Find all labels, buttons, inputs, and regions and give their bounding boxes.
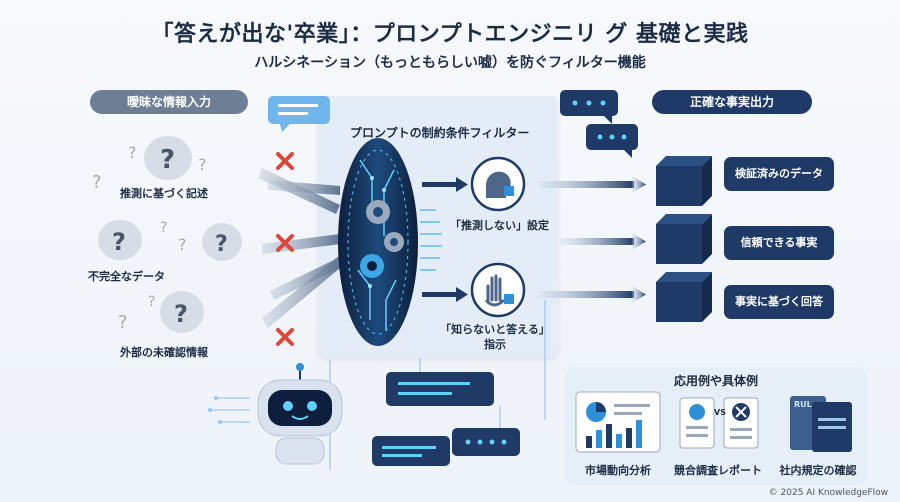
filter-disc [338,138,418,346]
output-section-label: 正確な事実出力 [652,90,812,114]
svg-text:?: ? [174,300,188,328]
fact-cube-icon [656,156,712,206]
question-bubbles-icon: ? ? ? [118,291,204,333]
output-item: 検証済みのデータ [724,157,834,191]
gear-icon [384,232,404,252]
svg-text:?: ? [148,294,155,310]
disc-to-setting-arrows [422,177,468,302]
output-item: 信頼できる事実 [724,226,834,260]
reject-mark-icon [276,234,294,252]
versus-report-icon [679,397,759,449]
question-bubbles-icon: ? ? ? ? [92,136,207,193]
svg-text:?: ? [178,235,187,254]
filter-title: プロンプトの制約条件フィルター [350,126,530,140]
head-cube-icon [470,156,526,212]
question-bubbles-icon: ? ? ? ? [98,220,242,261]
rule-books-icon [790,396,852,452]
fact-cube-icon [656,214,712,264]
versus-badge: VS [714,408,726,417]
hand-stop-icon [470,262,526,318]
filter-setting-label: 「推測しない」設定 [450,219,549,232]
svg-text:?: ? [160,220,167,236]
svg-text:?: ? [118,312,128,333]
input-section-label: 曖昧な情報入力 [90,90,248,114]
gear-icon [366,200,390,224]
output-item: 事実に基づく回答 [724,285,834,319]
filter-setting-label: 「知らないと答える」 指示 [440,323,550,351]
examples-title: 応用例や具体例 [673,374,758,388]
input-arrows [258,168,346,328]
svg-text:?: ? [128,143,137,162]
input-item-label: 推測に基づく記述 [120,187,208,200]
chat-bubble-icon [268,96,330,132]
page-subtitle: ハルシネーション（もっともらしい嘘）を防ぐフィルター機能 [254,55,646,71]
svg-text:?: ? [112,228,126,256]
fact-cube-icon [656,272,712,322]
chat-bubble-icon [560,90,618,124]
svg-text:?: ? [160,145,175,175]
svg-text:?: ? [215,232,228,257]
example-label: 市場動向分析 [585,464,651,477]
dashboard-chart-icon [575,391,661,453]
gear-icon [360,254,384,278]
reject-mark-icon [276,328,294,346]
svg-text:?: ? [92,172,102,193]
chat-bubble-icon [586,124,638,158]
svg-text:?: ? [198,155,207,174]
robot-icon [208,363,343,465]
chat-bubble-icon [452,428,520,456]
input-item-label: 不完全なデータ [88,270,165,283]
circuit-lines [420,209,442,271]
example-label: 競合調査レポート [674,464,762,477]
page-title: 「答えが出な'卒業」：プロンプトエンジニリ グ 基礎と実践 [151,22,749,47]
copyright-text: © 2025 AI KnowledgeFlow [768,488,888,498]
output-arrows [538,176,646,303]
example-label: 社内規定の確認 [779,464,857,477]
rule-book-badge: RUL [794,400,812,409]
input-item-label: 外部の未確認情報 [120,346,208,359]
chat-bubble-icon [386,372,494,406]
chat-bubble-icon [372,436,450,466]
reject-mark-icon [276,152,294,170]
